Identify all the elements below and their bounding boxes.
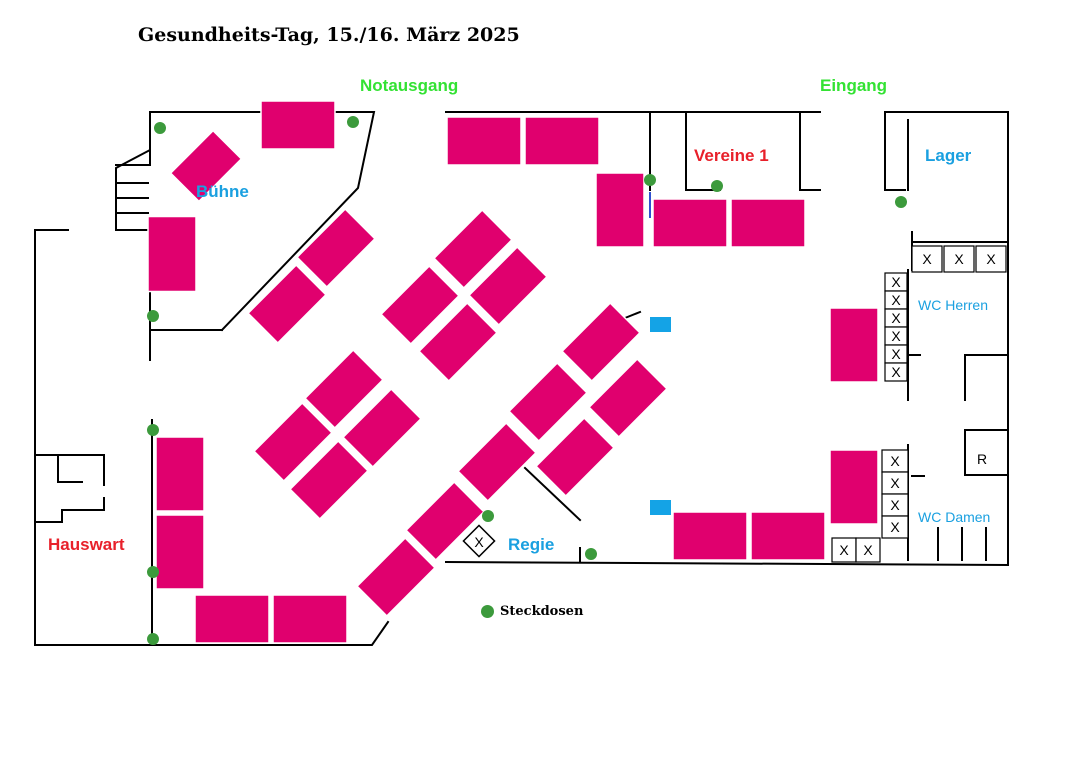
stand-table: [380, 265, 460, 345]
stand-table: [272, 594, 348, 644]
stall-box: [881, 515, 909, 539]
stand-table: [730, 198, 806, 248]
power-outlet: [895, 196, 907, 208]
stall-cross: X: [863, 542, 873, 558]
outlet-legend-label: Steckdosen: [500, 604, 584, 619]
stand-table: [468, 246, 548, 326]
stall-box: [911, 245, 943, 273]
stand-table: [289, 440, 369, 520]
stall-cross: X: [890, 475, 900, 491]
lager-label: Lager: [925, 146, 972, 165]
notausgang-label: Notausgang: [360, 76, 459, 95]
stand-table: [169, 129, 243, 203]
stall-cross: X: [954, 251, 964, 267]
power-outlet: [585, 548, 597, 560]
buehne-label: Bühne: [196, 182, 249, 201]
power-outlet: [154, 122, 166, 134]
stand-table: [418, 302, 498, 382]
power-outlet: [147, 310, 159, 322]
stall-cross: X: [891, 364, 901, 380]
power-outlet: [347, 116, 359, 128]
stall-cross: X: [890, 519, 900, 535]
stall-cross: X: [891, 310, 901, 326]
stand-table: [356, 537, 436, 617]
eingang-label: Eingang: [820, 76, 888, 95]
wc-damen-label: WC Damen: [918, 509, 991, 525]
stand-table: [247, 264, 327, 344]
stand-table: [750, 511, 826, 561]
blue-marker-lower: [650, 500, 671, 515]
regie-marker: [462, 524, 496, 558]
stand-table: [155, 436, 205, 512]
power-outlet: [147, 633, 159, 645]
stand-table: [304, 349, 384, 429]
power-outlets: [147, 116, 907, 645]
stand-table: [342, 388, 422, 468]
stand-table: [433, 209, 513, 289]
r-label: R: [977, 451, 988, 467]
power-outlet: [482, 510, 494, 522]
stall-cross: X: [891, 328, 901, 344]
stand-table: [155, 514, 205, 590]
hauswart-label: Hauswart: [48, 535, 125, 554]
stall-box: [884, 362, 908, 382]
stall-box: [831, 537, 857, 563]
stall-box: [855, 537, 881, 563]
stall-cross: X: [890, 453, 900, 469]
plan-title: Gesundheits-Tag, 15./16. März 2025: [138, 24, 520, 46]
stand-table: [147, 215, 197, 293]
stall-cross: X: [839, 542, 849, 558]
regie-label: Regie: [508, 535, 555, 554]
stand-table: [524, 116, 600, 166]
stand-table: [194, 594, 270, 644]
vereine-label: Vereine 1: [694, 146, 769, 165]
stand-table: [296, 208, 376, 288]
stall-box: [975, 245, 1007, 273]
stall-cross: X: [891, 274, 901, 290]
outlet-legend-icon: [481, 605, 494, 618]
stand-table: [672, 511, 748, 561]
stall-cross: X: [890, 497, 900, 513]
power-outlet: [644, 174, 656, 186]
stall-box: [943, 245, 975, 273]
stand-table: [260, 100, 336, 150]
stand-table: [561, 302, 641, 382]
stall-cross: X: [986, 251, 996, 267]
stall-cross: X: [891, 346, 901, 362]
stand-table: [405, 481, 485, 561]
stand-table: [446, 116, 522, 166]
stand-table: [595, 172, 645, 248]
stall-cross: X: [891, 292, 901, 308]
power-outlet: [711, 180, 723, 192]
stand-table: [508, 362, 588, 442]
stand-table: [457, 422, 537, 502]
stall-cross: X: [922, 251, 932, 267]
wc-herren-label: WC Herren: [918, 297, 989, 313]
stand-table: [829, 449, 879, 525]
power-outlet: [147, 566, 159, 578]
stand-table: [829, 307, 879, 383]
stand-table: [535, 417, 615, 497]
stand-tables: [147, 100, 879, 644]
regie-cross-label: X: [474, 534, 484, 550]
stand-table: [253, 402, 333, 482]
power-outlet: [147, 424, 159, 436]
blue-marker-upper: [650, 317, 671, 332]
stand-table: [652, 198, 728, 248]
stand-table: [588, 358, 668, 438]
